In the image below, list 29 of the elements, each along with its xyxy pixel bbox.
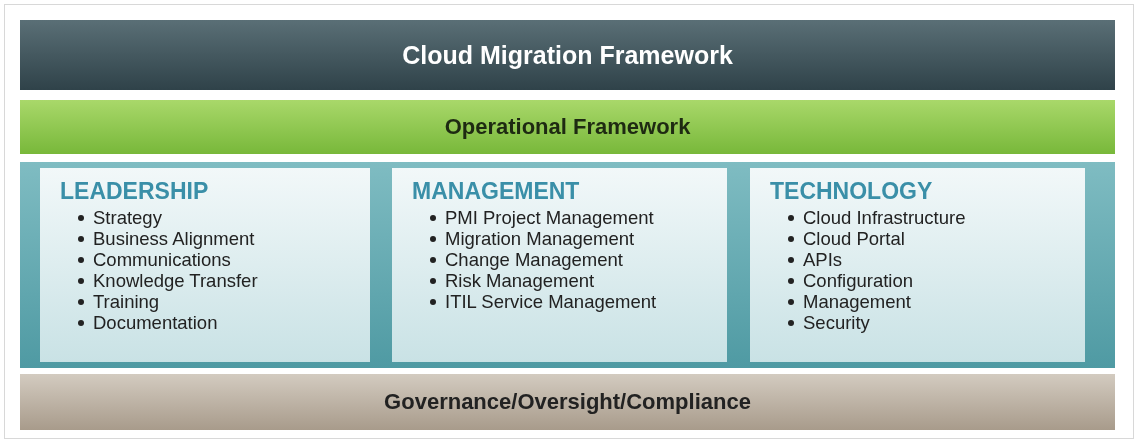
bullet-item: Cloud Infrastructure [803, 207, 966, 228]
governance-band [20, 374, 1115, 430]
bullet-item: Knowledge Transfer [93, 270, 258, 291]
bullet-item: Risk Management [445, 270, 595, 291]
bullet-item: Communications [93, 249, 231, 270]
framework-band [20, 100, 1115, 154]
bullet-item: Configuration [803, 270, 914, 291]
bullet-item: PMI Project Management [445, 207, 654, 228]
bullet-item: Migration Management [445, 228, 635, 249]
pillar-panel [40, 168, 370, 362]
bullet-item: Security [803, 312, 870, 333]
bullet-item: Documentation [93, 312, 218, 333]
band-heading: Governance/Oversight/Compliance [384, 389, 751, 415]
bullet-item: Management [803, 291, 911, 312]
title-band [20, 20, 1115, 90]
band-heading: Cloud Migration Framework [402, 40, 733, 70]
pillar-panel [392, 168, 727, 362]
pillar-heading: MANAGEMENT [412, 178, 580, 205]
bullet-item: Cloud Portal [803, 228, 905, 249]
bullet-item: APIs [803, 249, 843, 270]
pillar-panel [750, 168, 1085, 362]
bullet-item: Change Management [445, 249, 623, 270]
bullet-item: Strategy [93, 207, 162, 228]
band-heading: Operational Framework [444, 114, 691, 140]
pillar-heading: TECHNOLOGY [770, 178, 933, 205]
bullet-item: Business Alignment [93, 228, 255, 249]
bullet-item: Training [93, 291, 160, 312]
pillar-heading: LEADERSHIP [60, 178, 209, 205]
bullet-item: ITIL Service Management [445, 291, 657, 312]
